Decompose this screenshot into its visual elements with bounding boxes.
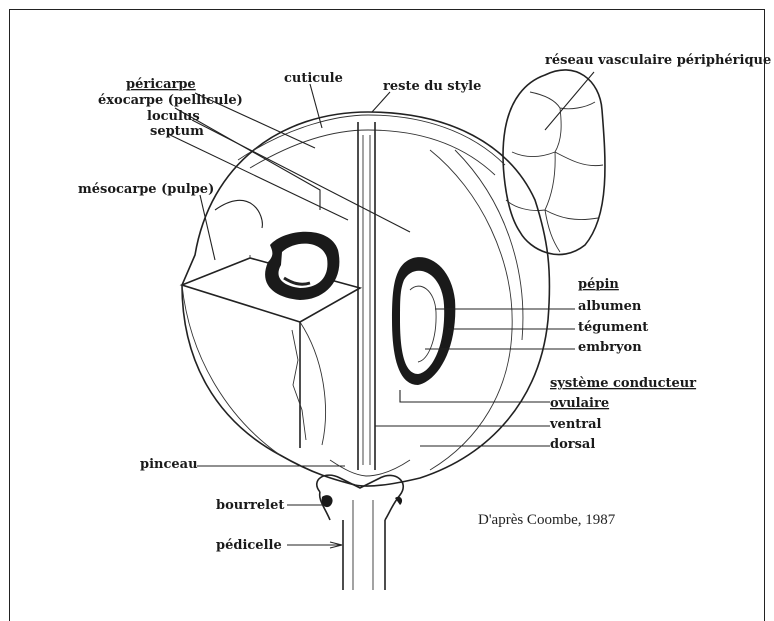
leader-lines [168, 72, 594, 548]
label-tegument: tégument [578, 320, 648, 335]
label-ventral: ventral [549, 417, 602, 432]
label-pericarpe: péricarpe [126, 77, 196, 92]
label-ovulaire: ovulaire [550, 396, 609, 411]
label-systeme-conducteur: système conducteur [550, 376, 696, 391]
label-albumen: albumen [578, 299, 642, 314]
label-loculus: loculus [147, 109, 200, 124]
label-pedicelle: pédicelle [216, 538, 282, 553]
label-dorsal: dorsal [550, 437, 595, 452]
credit-text: D'après Coombe, 1987 [478, 512, 616, 528]
vascular-network-flap [503, 70, 605, 255]
label-embryon: embryon [578, 340, 642, 355]
label-mesocarpe: mésocarpe (pulpe) [78, 182, 214, 197]
seed-whole [392, 257, 455, 385]
label-bourrelet: bourrelet [216, 498, 284, 513]
label-pepin: pépin [578, 277, 619, 292]
label-septum: septum [150, 124, 204, 139]
label-cuticule: cuticule [284, 71, 343, 86]
label-exocarpe: éxocarpe (pellicule) [98, 93, 243, 108]
stem [317, 475, 403, 590]
seed-cut [265, 232, 339, 300]
label-reste-style: reste du style [383, 79, 481, 94]
label-reseau: réseau vasculaire périphérique [545, 53, 771, 68]
label-pinceau: pinceau [140, 457, 198, 472]
berry-body [182, 112, 549, 486]
